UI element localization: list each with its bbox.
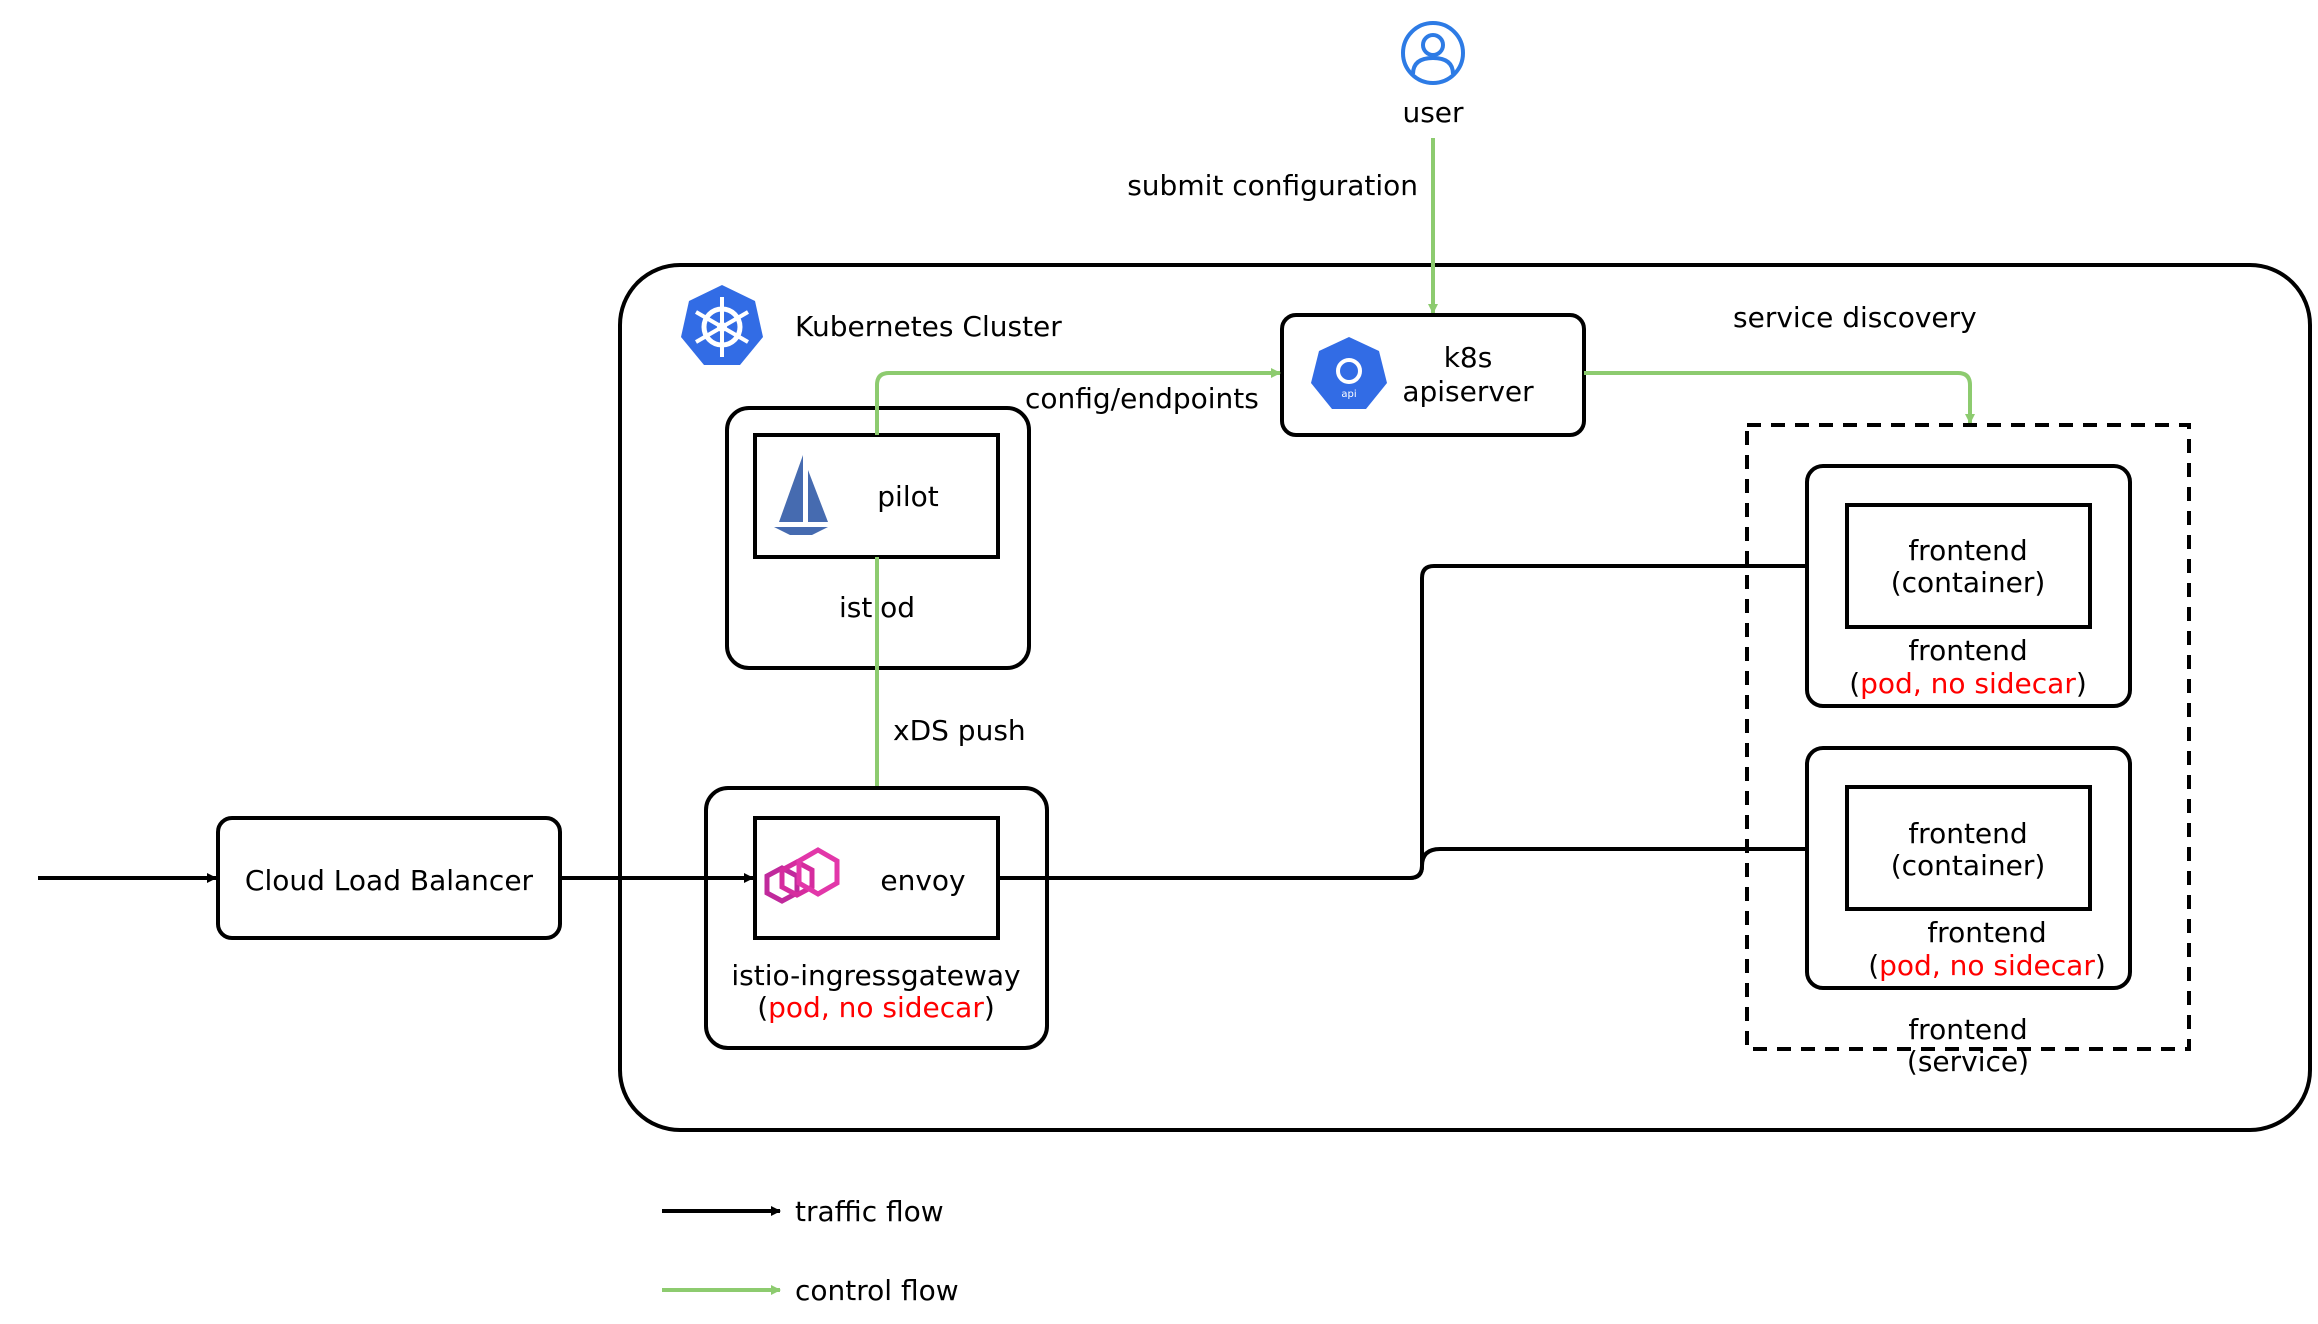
ingressgateway-note: (pod, no sidecar) (757, 991, 995, 1024)
service-line1: frontend (1908, 1013, 2027, 1046)
legend-control-label: control flow (795, 1274, 959, 1307)
cluster-label: Kubernetes Cluster (795, 310, 1062, 343)
user-label: user (1402, 96, 1464, 129)
pod-2-note: (pod, no sidecar) (1868, 949, 2106, 982)
load-balancer-label: Cloud Load Balancer (245, 864, 534, 897)
config-endpoints-label: config/endpoints (1025, 382, 1259, 415)
frontend-container-2-box (1845, 785, 2092, 911)
kubernetes-cluster-boundary (618, 263, 2312, 1132)
user-icon (1401, 21, 1465, 85)
legend: traffic flow control flow (662, 1195, 959, 1307)
container-2-line1: frontend (1908, 817, 2027, 850)
kubernetes-icon (681, 285, 763, 365)
config-endpoints-edge (875, 368, 1281, 435)
container-1-line2: (container) (1891, 566, 2046, 599)
service-line2: (service) (1907, 1045, 2029, 1078)
frontend-service-boundary (1745, 423, 2191, 1051)
pod-2-line1: frontend (1927, 916, 2046, 949)
envoy-icon (764, 847, 840, 904)
container-2-line2: (container) (1891, 849, 2046, 882)
submit-configuration-label: submit configuration (1127, 169, 1418, 202)
envoy-to-pod1-edge (998, 561, 1846, 880)
container-1-line1: frontend (1908, 534, 2027, 567)
legend-traffic-label: traffic flow (795, 1195, 944, 1228)
xds-push-label: xDS push (893, 714, 1026, 747)
apiserver-line2: apiserver (1402, 375, 1534, 408)
pilot-label: pilot (877, 480, 938, 513)
svg-text:api: api (1341, 389, 1356, 400)
envoy-to-pod2-edge (1409, 844, 1846, 880)
ingressgateway-label: istio-ingressgateway (731, 959, 1020, 992)
istio-sail-icon (774, 455, 828, 535)
service-discovery-edge (1584, 371, 1975, 424)
api-icon: api (1311, 337, 1387, 409)
apiserver-line1: k8s (1444, 341, 1493, 374)
frontend-container-1-box (1845, 503, 2092, 629)
envoy-label: envoy (880, 864, 965, 897)
service-discovery-label: service discovery (1733, 301, 1977, 334)
pod-1-line1: frontend (1908, 634, 2027, 667)
pod-1-note: (pod, no sidecar) (1849, 667, 2087, 700)
